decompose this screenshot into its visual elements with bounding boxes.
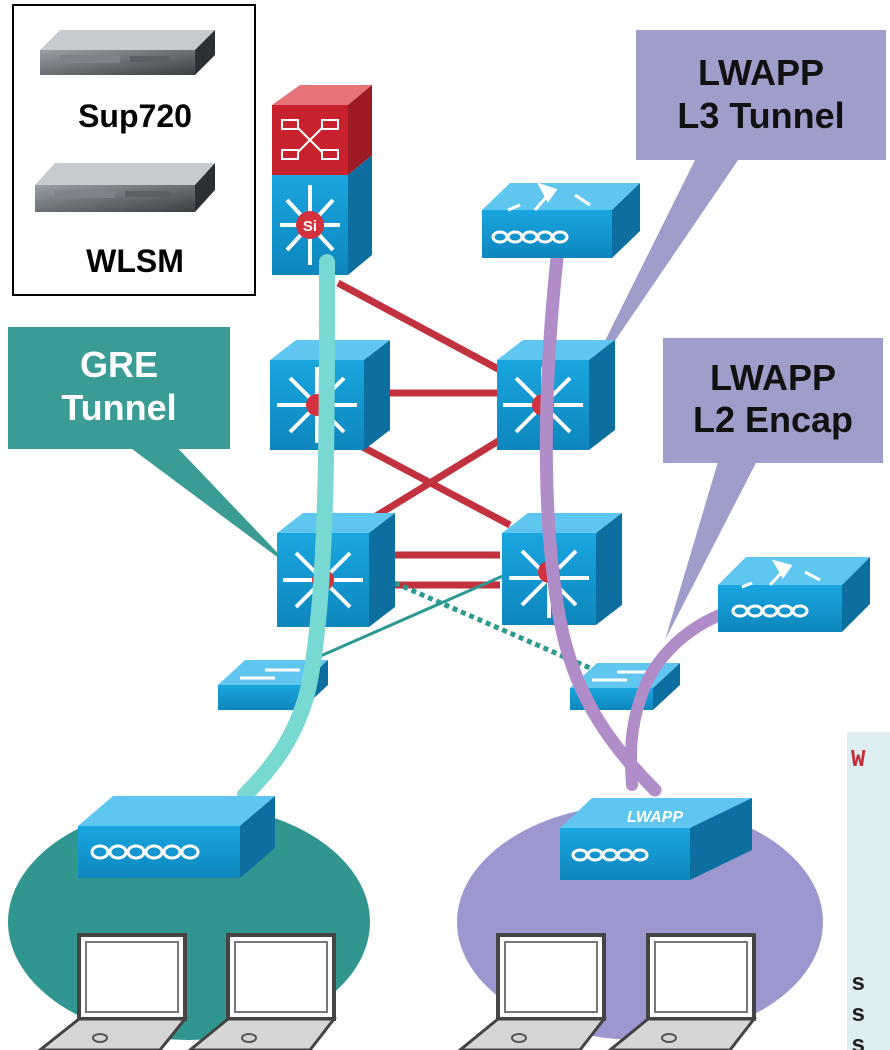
- svg-text:s: s: [851, 1033, 865, 1050]
- svg-text:LWAPP: LWAPP: [710, 357, 836, 398]
- laptop-icon: [187, 933, 338, 1050]
- wifi-ports-icon: [571, 848, 649, 862]
- svg-text:W: W: [851, 747, 866, 774]
- svg-text:Tunnel: Tunnel: [61, 387, 176, 428]
- wifi-ports-icon: [90, 844, 200, 860]
- callout-gre-tunnel: GRE Tunnel: [8, 327, 292, 568]
- laptop-icon: [37, 933, 189, 1050]
- access-point-top[interactable]: [482, 182, 640, 258]
- legend-label-sup720: Sup720: [78, 98, 192, 134]
- gre-tunnel-path: [237, 254, 335, 803]
- svg-text:s: s: [851, 971, 865, 998]
- lwapp-ap-label: LWAPP: [627, 809, 683, 826]
- laptop-icon: [457, 933, 608, 1050]
- wifi-ports-icon: [491, 230, 569, 244]
- lwapp-l3-tunnel-path: [539, 251, 662, 797]
- distribution-switch-right[interactable]: [497, 340, 615, 450]
- core-switch-si[interactable]: Si: [272, 85, 372, 275]
- autonomous-access-point[interactable]: [78, 796, 275, 878]
- svg-text:s: s: [851, 1002, 865, 1029]
- wireless-services-module-icon: [35, 163, 215, 212]
- laptop-icon: [607, 933, 758, 1050]
- side-text-panel: W s s s: [847, 732, 890, 1050]
- lightweight-access-point[interactable]: LWAPP: [560, 798, 752, 880]
- wifi-ports-icon: [731, 604, 809, 618]
- access-point-right[interactable]: [718, 557, 870, 632]
- legend-box: Sup720 WLSM: [12, 4, 256, 296]
- si-icon: Si: [303, 218, 317, 235]
- access-aggregation-switch-left[interactable]: [277, 513, 395, 627]
- supervisor-module-icon: [40, 30, 215, 75]
- teal-access-link: [299, 573, 506, 667]
- callout-lwapp-l2-encap: LWAPP L2 Encap: [663, 338, 883, 640]
- svg-text:LWAPP: LWAPP: [698, 52, 824, 93]
- svg-text:L3 Tunnel: L3 Tunnel: [677, 95, 844, 136]
- lwapp-l2-encap-path: [624, 607, 731, 791]
- svg-text:L2 Encap: L2 Encap: [693, 399, 853, 440]
- legend-label-wlsm: WLSM: [86, 243, 184, 279]
- callout-lwapp-l3-tunnel: LWAPP L3 Tunnel: [578, 30, 886, 395]
- svg-text:GRE: GRE: [80, 344, 158, 385]
